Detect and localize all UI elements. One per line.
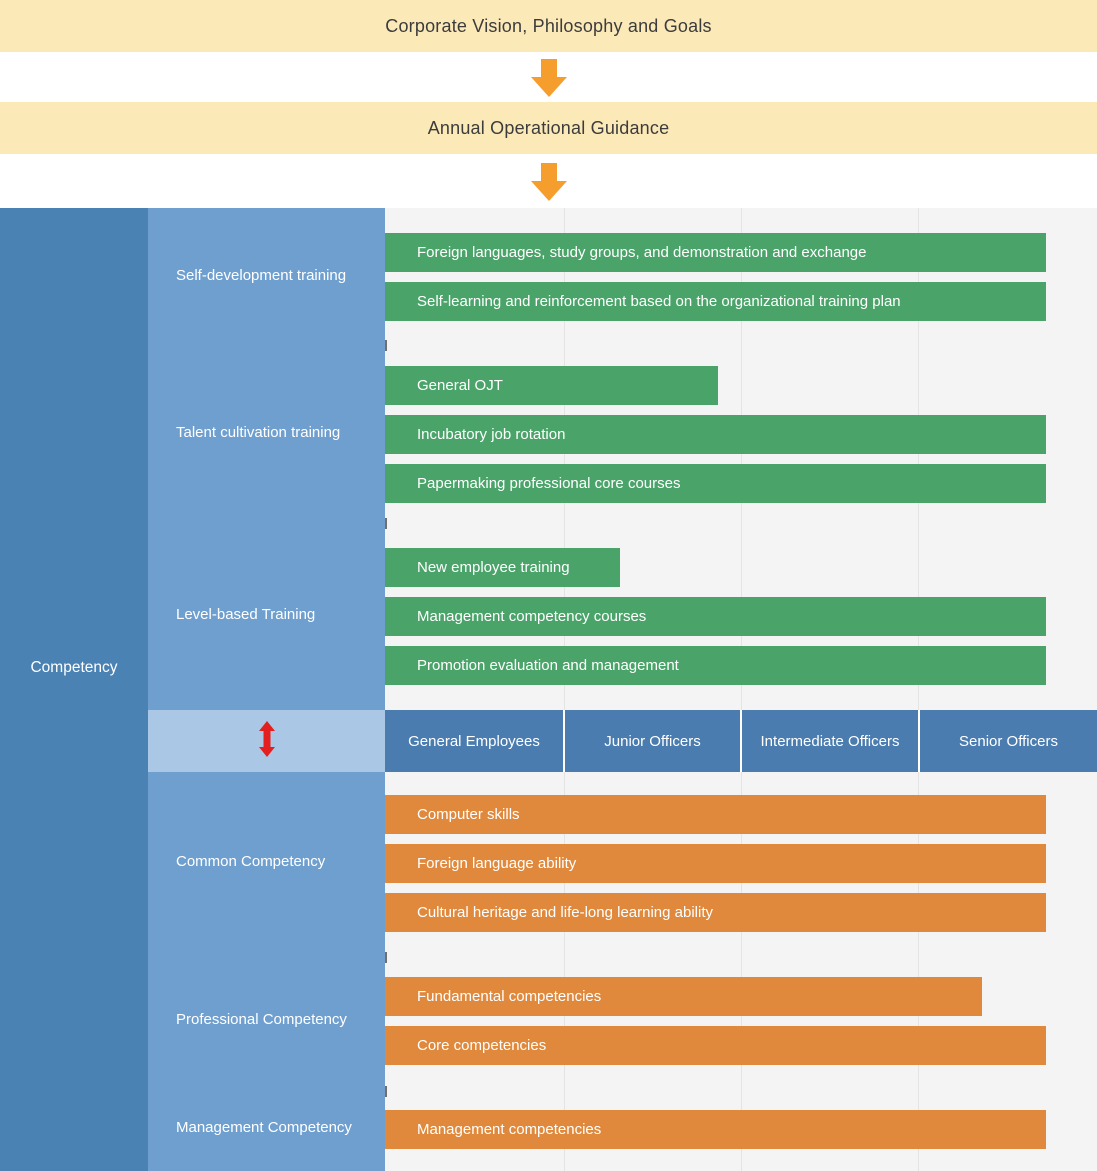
banner-annual-guidance-label: Annual Operational Guidance bbox=[427, 117, 670, 138]
category-level-based: Level-based Training bbox=[176, 606, 316, 623]
employee-level-header-row: General Employees Junior Officers Interm… bbox=[385, 710, 1097, 772]
level-header-intermediate-officers: Intermediate Officers bbox=[742, 710, 918, 772]
training-bar: Promotion evaluation and management bbox=[385, 646, 1046, 685]
training-bar: General OJT bbox=[385, 366, 718, 405]
axis-tick bbox=[385, 952, 387, 963]
down-arrow-icon bbox=[529, 163, 569, 201]
competency-bar: Fundamental competencies bbox=[385, 977, 982, 1016]
category-professional-competency: Professional Competency bbox=[176, 1011, 347, 1028]
column-gridline bbox=[741, 208, 742, 1171]
training-bar: Self-learning and reinforcement based on… bbox=[385, 282, 1046, 321]
category-self-development: Self-development training bbox=[176, 267, 347, 284]
category-management-competency: Management Competency bbox=[176, 1119, 352, 1136]
competency-bar: Computer skills bbox=[385, 795, 1046, 834]
level-header-senior-officers: Senior Officers bbox=[920, 710, 1097, 772]
exchange-arrow-cell bbox=[148, 710, 385, 772]
competency-bar: Cultural heritage and life-long learning… bbox=[385, 893, 1046, 932]
training-bar: New employee training bbox=[385, 548, 620, 587]
competency-bar: Management competencies bbox=[385, 1110, 1046, 1149]
column-gridline bbox=[918, 208, 919, 1171]
down-arrow-icon bbox=[529, 59, 569, 97]
competency-bar: Foreign language ability bbox=[385, 844, 1046, 883]
vertical-double-arrow-icon bbox=[258, 720, 276, 762]
category-talent-cultivation: Talent cultivation training bbox=[176, 424, 341, 441]
column-gridline bbox=[564, 208, 565, 1171]
banner-corporate-vision-label: Corporate Vision, Philosophy and Goals bbox=[385, 15, 712, 36]
category-column: Self-development training Talent cultiva… bbox=[148, 208, 385, 1171]
level-header-junior-officers: Junior Officers bbox=[565, 710, 740, 772]
competency-bar: Core competencies bbox=[385, 1026, 1046, 1065]
training-bar: Papermaking professional core courses bbox=[385, 464, 1046, 503]
axis-tick bbox=[385, 518, 387, 529]
axis-tick bbox=[385, 1086, 387, 1097]
training-bar: Foreign languages, study groups, and dem… bbox=[385, 233, 1046, 272]
axis-column: Competency Training Category bbox=[0, 208, 148, 1171]
axis-tick bbox=[385, 340, 387, 351]
banner-corporate-vision: Corporate Vision, Philosophy and Goals bbox=[0, 0, 1097, 52]
training-bar: Management competency courses bbox=[385, 597, 1046, 636]
category-common-competency: Common Competency bbox=[176, 853, 326, 870]
banner-annual-guidance: Annual Operational Guidance bbox=[0, 102, 1097, 154]
training-bar: Incubatory job rotation bbox=[385, 415, 1046, 454]
training-chart-area: Foreign languages, study groups, and dem… bbox=[385, 208, 1097, 1171]
level-header-general-employees: General Employees bbox=[385, 710, 563, 772]
axis-label-competency: Competency bbox=[30, 659, 118, 676]
